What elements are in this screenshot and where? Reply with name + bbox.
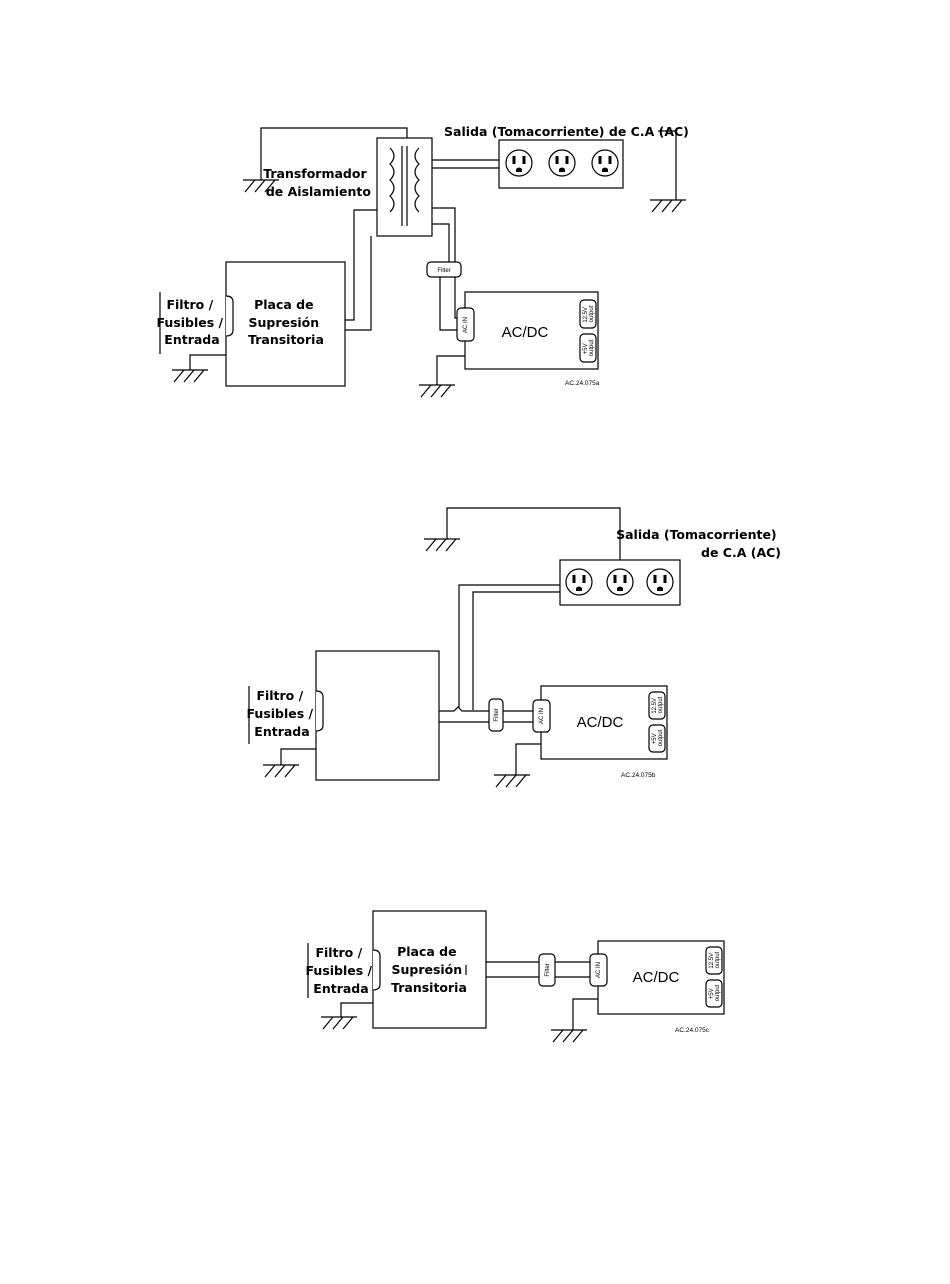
- outlet-icon: [564, 567, 594, 597]
- output-5v-label: +5V: [709, 988, 715, 999]
- ac-in-label: AC IN: [539, 708, 545, 724]
- ac-in-label: AC IN: [463, 317, 469, 333]
- ground-symbol: [418, 384, 456, 398]
- diagram-a: Filter AC IN AC/DC 12.5V output +5V outp…: [157, 124, 689, 398]
- output-12v-label: 12.5V: [709, 953, 715, 969]
- filter-box: [538, 953, 556, 987]
- input-label-2: Fusibles /: [157, 315, 224, 330]
- outlet-icon: [504, 148, 534, 178]
- filter-label: Filter: [494, 708, 500, 721]
- input-label-2: Fusibles /: [247, 706, 314, 721]
- svg-text:+5V output: +5V output: [652, 729, 664, 746]
- svg-text:+5V output: +5V output: [583, 339, 595, 356]
- output-12v-label: 12.5V: [652, 698, 658, 714]
- transformer-coils-icon: [389, 146, 420, 226]
- ground-symbol: [493, 774, 531, 788]
- svg-text:Filtro / Fusibles /: Filtro / Fusibles / Entrada: [306, 945, 377, 996]
- svg-text:12.5V output: 12.5V output: [652, 696, 664, 713]
- outlet-label-2: de C.A (AC): [701, 545, 781, 560]
- acdc-module: [540, 685, 668, 760]
- ground-symbol: [423, 538, 461, 552]
- ac-in-port: [589, 953, 608, 987]
- input-label-3: Entrada: [164, 332, 219, 347]
- output-5v-port: [705, 979, 723, 1008]
- svg-text:Placa de Supresión: Placa de Supresión Transitoria: [391, 944, 467, 995]
- output-5v-sub: output: [658, 729, 664, 746]
- svg-text:12.5V output: 12.5V output: [709, 951, 721, 968]
- ground-symbol: [320, 1016, 358, 1030]
- ac-in-label: AC IN: [596, 962, 602, 978]
- input-connector: [225, 295, 234, 337]
- diagram-b: Salida (Tomacorriente) de C.A (AC) Filtr…: [247, 507, 781, 788]
- input-label-3: Entrada: [313, 981, 368, 996]
- output-5v-sub: output: [715, 984, 721, 1001]
- svg-text:12.5V output: 12.5V output: [583, 305, 595, 322]
- filter-label: Filter: [437, 268, 450, 274]
- outlet-label: Salida (Tomacorriente) de C.A (AC): [444, 124, 689, 139]
- acdc-label: AC/DC: [633, 969, 680, 986]
- suppression-label: Placa de: [397, 944, 457, 959]
- output-5v-sub: output: [589, 339, 595, 356]
- output-12v-label: 12.5V: [583, 307, 589, 323]
- input-label-2: Fusibles /: [306, 963, 373, 978]
- ground-symbol: [550, 1029, 588, 1043]
- diagram-c: Placa de Supresión Transitoria Filtro / …: [306, 910, 725, 1043]
- output-12v-port: [648, 691, 666, 720]
- svg-text:Salida (Tomacorriente) d: Salida (Tomacorriente) de C.A (AC): [616, 527, 781, 560]
- figure-ref: AC.24.075b: [621, 772, 656, 779]
- suppression-label-3: Transitoria: [248, 332, 324, 347]
- output-12v-port: [705, 946, 723, 975]
- ac-in-port: [532, 699, 551, 733]
- figure-ref: AC.24.075a: [565, 380, 600, 387]
- output-12v-sub: output: [589, 305, 595, 322]
- input-label: Filtro /: [256, 688, 303, 703]
- figure-ref: AC.24.075c: [675, 1027, 710, 1034]
- input-label: Filtro /: [166, 297, 213, 312]
- outlet-icon: [590, 148, 620, 178]
- output-5v-port: [648, 724, 666, 753]
- output-5v-port: [579, 333, 597, 363]
- svg-text:Filtro / Fusibles /: Filtro / Fusibles / Entrada: [157, 297, 228, 347]
- outlet-icon: [645, 567, 675, 597]
- output-12v-sub: output: [715, 951, 721, 968]
- outlet-label: Salida (Tomacorriente): [616, 527, 777, 542]
- suppression-label-3: Transitoria: [391, 980, 467, 995]
- ground-symbol: [262, 764, 300, 778]
- outlet-icon: [547, 148, 577, 178]
- transformer-label-2: de Aislamiento: [266, 184, 372, 199]
- svg-text:Placa de Supresión: Placa de Supresión Transitoria: [248, 297, 324, 347]
- transient-suppression-board: [372, 910, 487, 1029]
- output-12v-sub: output: [658, 696, 664, 713]
- input-label-3: Entrada: [254, 724, 309, 739]
- filter-label: Filter: [545, 963, 551, 976]
- input-connector: [372, 949, 381, 991]
- acdc-module: [597, 940, 725, 1015]
- filter-box: [426, 261, 462, 278]
- svg-text:Transformador de Aislami: Transformador de Aislamiento: [263, 166, 371, 199]
- acdc-label: AC/DC: [502, 324, 549, 341]
- isolation-transformer: [376, 137, 433, 237]
- acdc-module: [464, 291, 599, 370]
- ground-symbol: [171, 369, 209, 383]
- input-connector: [315, 690, 324, 732]
- acdc-label: AC/DC: [577, 714, 624, 731]
- suppression-label-2: Supresión: [391, 962, 462, 977]
- filter-fuse-board: [315, 650, 440, 781]
- output-5v-label: +5V: [583, 343, 589, 354]
- filter-box: [488, 698, 504, 732]
- output-12v-port: [579, 299, 597, 329]
- output-5v-label: +5V: [652, 733, 658, 744]
- ac-in-port: [456, 307, 475, 342]
- input-label: Filtro /: [315, 945, 362, 960]
- svg-text:Filtro / Fusibles /: Filtro / Fusibles / Entrada: [247, 688, 318, 739]
- suppression-label-2: Supresión: [248, 315, 319, 330]
- suppression-label: Placa de: [254, 297, 314, 312]
- svg-text:+5V output: +5V output: [709, 984, 721, 1001]
- ground-symbol: [649, 199, 687, 213]
- outlet-icon: [605, 567, 635, 597]
- transformer-label: Transformador: [263, 166, 367, 181]
